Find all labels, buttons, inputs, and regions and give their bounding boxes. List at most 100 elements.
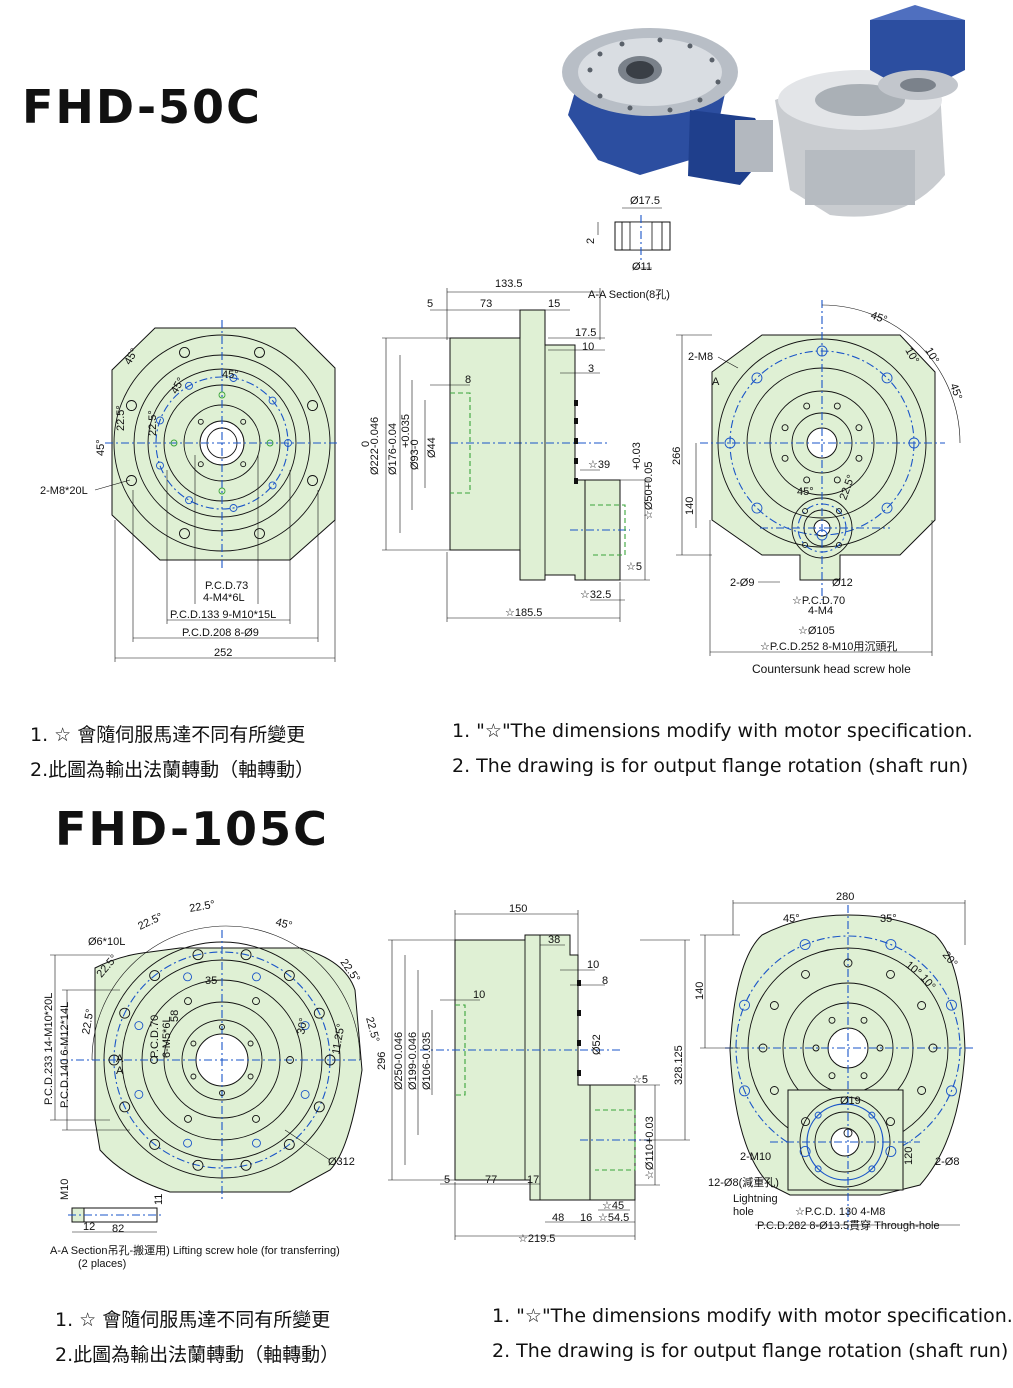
fhd50-sec-h2: 2 — [585, 238, 597, 244]
bolt-hole — [300, 1021, 310, 1031]
fhd50-fl-w252: 252 — [214, 647, 232, 659]
bolt-hole — [252, 997, 260, 1006]
bolt-hole — [251, 972, 261, 982]
fhd50-fr-a45b: 45° — [947, 382, 964, 402]
fhd105-side-l5: 5 — [444, 1174, 450, 1186]
bolt-hole — [324, 1054, 336, 1066]
fhd105-side-d250: Ø250-0.046 — [393, 1032, 405, 1090]
fhd105-note-en-1: 1. "☆"The dimensions modify with motor s… — [492, 1305, 1013, 1327]
lightening-hole — [917, 1001, 927, 1010]
fhd50-side-s325: ☆32.5 — [580, 589, 611, 601]
fhd50-side-s1855: ☆185.5 — [505, 607, 542, 619]
lightening-hole — [886, 1117, 895, 1127]
fhd105-sec-label2: (2 places) — [78, 1258, 126, 1270]
bolt-hole — [190, 1040, 197, 1047]
bolt-hole — [268, 396, 277, 405]
lightening-hole — [769, 1001, 779, 1010]
fhd105-side-s16: 16 — [580, 1212, 592, 1224]
fhd50-fl-pcd208: P.C.D.208 8-Ø9 — [182, 627, 259, 639]
bolt-hole — [799, 1146, 811, 1157]
bolt-hole — [192, 949, 204, 961]
bolt-hole — [170, 439, 178, 447]
fhd50-side-l10: 10 — [582, 341, 594, 353]
fhd50-fl-a45d: 45° — [95, 439, 107, 456]
fhd105-fl-ab: A — [116, 1065, 124, 1077]
fhd50-fr-a45: 45° — [869, 310, 889, 327]
fhd105-sec-label: A-A Section吊孔-搬運用) Lifting screw hole (f… — [50, 1243, 340, 1257]
fhd105-fr-a45: 45° — [783, 913, 800, 925]
fhd105-fl-m5: 6-M5*6L — [161, 1016, 173, 1058]
fhd50-sec-d175: Ø17.5 — [630, 195, 660, 207]
bolt-hole — [946, 999, 957, 1011]
bolt-hole — [219, 1090, 225, 1096]
fhd50-side-s50: ☆Ø50+0.05 — [643, 462, 655, 521]
fhd105-fl-d312: Ø312 — [328, 1156, 355, 1168]
fhd50-front-right-view — [700, 300, 961, 600]
bolt-hole — [828, 1072, 836, 1080]
bolt-hole — [739, 999, 750, 1011]
fhd50-note-zh-1: 1. ☆ 會隨伺服馬達不同有所變更 — [30, 724, 306, 746]
fhd105-side-l17: 17 — [527, 1174, 539, 1186]
bolt-hole — [126, 400, 137, 411]
fhd105-side-d199: Ø199-0.046 — [407, 1032, 419, 1090]
bolt-hole — [184, 997, 192, 1006]
fhd50-fr-d105: ☆Ø105 — [798, 625, 835, 637]
fhd105-fl-l35: 35 — [205, 975, 217, 987]
fhd105-side-l150: 150 — [509, 903, 527, 915]
bolt-hole — [185, 381, 193, 390]
fhd105-section-aa — [68, 1207, 162, 1223]
fhd50-fl-pcd73: P.C.D.73 — [205, 580, 248, 592]
bolt-hole — [828, 1016, 836, 1024]
bolt-hole — [803, 402, 811, 410]
bolt-hole — [868, 1111, 876, 1119]
bolt-hole — [134, 1089, 144, 1099]
bolt-hole — [814, 1165, 822, 1173]
bolt-hole — [218, 487, 226, 495]
fhd105-sec-l82: 82 — [112, 1223, 124, 1235]
bolt-hole — [781, 454, 789, 462]
bolt-hole — [860, 1016, 868, 1024]
bolt-hole — [836, 542, 842, 548]
bolt-hole — [816, 529, 828, 541]
bolt-hole — [855, 454, 863, 462]
bolt-hole — [185, 496, 193, 505]
fhd105-sec-m10: M10 — [59, 1179, 71, 1200]
fhd105-side-s5: ☆5 — [632, 1074, 648, 1086]
lightening-hole — [886, 969, 895, 979]
bolt-hole — [254, 347, 265, 358]
bolt-hole — [240, 418, 247, 425]
fhd50-fl-a225b: 22.5° — [147, 410, 159, 436]
bolt-hole — [190, 1073, 197, 1080]
fhd105-fl-d6: Ø6*10L — [88, 936, 125, 948]
bolt-hole — [183, 1138, 193, 1148]
fhd105-fr-pcd130: ☆P.C.D. 130 4-M8 — [795, 1206, 885, 1218]
bolt-hole — [307, 475, 318, 486]
fhd105-fl-a1125: 11.25° — [330, 1023, 347, 1056]
fhd50-side-d222: Ø222-0.046 — [369, 417, 381, 475]
fhd105-fl-aa: A — [116, 1053, 124, 1065]
bolt-hole — [751, 372, 763, 384]
fhd50-note-zh-2: 2.此圖為輸出法蘭轉動（軸轉動） — [30, 759, 315, 781]
bolt-hole — [284, 439, 292, 447]
bolt-hole — [313, 1101, 325, 1113]
fhd50-fr-d12: Ø12 — [832, 577, 853, 589]
fhd50-fl-a225: 22.5° — [115, 405, 127, 431]
fhd50-side-s39: ☆39 — [588, 459, 610, 471]
fhd50-side-l1335: 133.5 — [495, 278, 523, 290]
fhd105-fr-a35: 35° — [880, 913, 897, 925]
fhd105-fr-lh: Lightning — [733, 1193, 778, 1205]
bolt-hole — [860, 1072, 868, 1080]
fhd50-side-l15: 15 — [548, 298, 560, 310]
bolt-hole — [908, 437, 920, 449]
bolt-hole — [881, 372, 893, 384]
fhd50-note-en-1: 1. "☆"The dimensions modify with motor s… — [452, 720, 973, 742]
fhd105-fl-a225b: 22.5° — [136, 911, 164, 933]
bolt-hole — [781, 424, 789, 432]
bolt-hole — [149, 1138, 161, 1150]
bolt-hole — [802, 508, 808, 514]
bolt-hole — [179, 347, 190, 358]
bolt-hole — [876, 1044, 884, 1052]
bolt-hole — [885, 939, 897, 950]
